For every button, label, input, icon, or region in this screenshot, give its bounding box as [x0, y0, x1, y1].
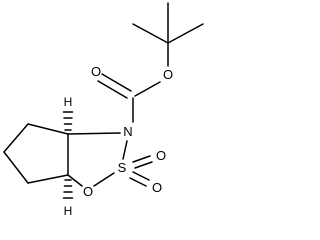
atom-h-bottom: H	[64, 204, 73, 218]
atom-o-sulfonyl-lower: O	[152, 180, 162, 195]
bond-tbu-methyl-3	[167, 23, 204, 44]
atom-s: S	[118, 160, 127, 175]
bond-c3a-to-n	[67, 132, 121, 135]
atom-o-ester: O	[163, 67, 173, 82]
bond-s-o-double-a	[132, 155, 151, 163]
bond-s-to-ring-o	[93, 172, 115, 187]
hashed-bond-top	[62, 111, 74, 131]
atom-h-top: H	[64, 95, 73, 109]
atom-o-carbonyl: O	[91, 64, 101, 79]
hashed-bond-bottom	[62, 179, 74, 199]
bond-ester-o-to-carbonyl-c	[134, 81, 161, 97]
bond-s-o-double-c	[132, 171, 150, 181]
bond-n-to-s	[122, 140, 128, 160]
bond-ring-o-to-c6a	[67, 174, 83, 187]
molecule-drawing: O O N S O O O H H	[3, 2, 204, 218]
bond-s-o-double-b	[134, 161, 153, 169]
bond-s-o-double-d	[129, 177, 147, 187]
bond-c4-to-c5	[3, 151, 29, 184]
bond-carbonyl-double-a	[101, 73, 132, 92]
bond-carbonyl-double-b	[97, 80, 128, 99]
bond-c3-to-c4	[3, 123, 29, 153]
atom-o-ring: O	[83, 184, 93, 199]
bond-c3a-to-c3	[27, 123, 69, 135]
structure-canvas: O O N S O O O H H	[3, 2, 204, 218]
bond-c5-to-c6a	[27, 174, 69, 184]
atom-o-sulfonyl-upper: O	[156, 148, 166, 163]
atom-n: N	[123, 124, 132, 139]
bond-tbu-methyl-2	[132, 23, 169, 44]
